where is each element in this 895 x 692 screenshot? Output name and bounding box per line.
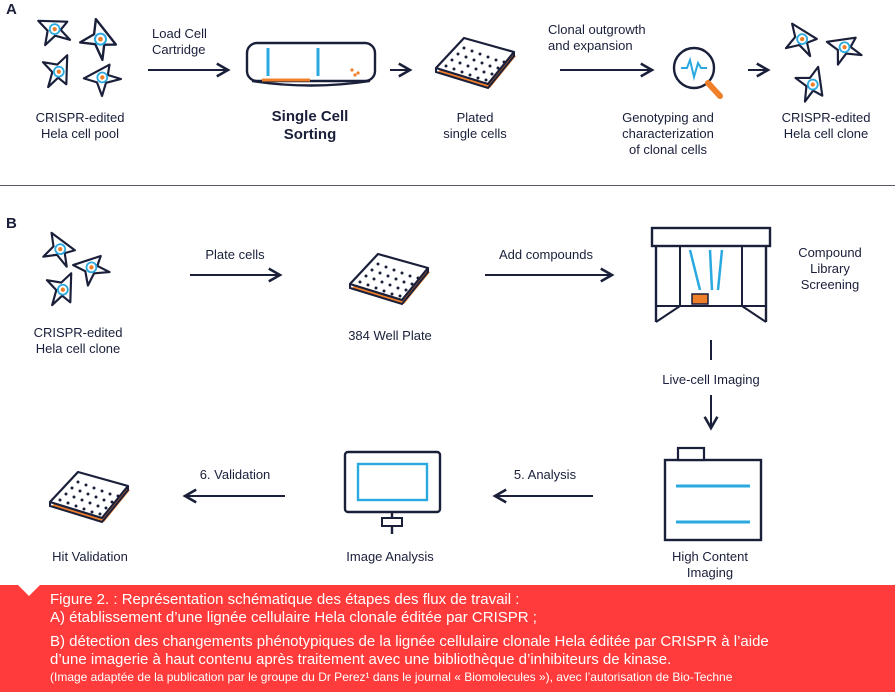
screening-robot-icon <box>650 226 772 323</box>
analysis-step-label: 5. Analysis <box>513 467 577 482</box>
monitor-icon <box>343 450 442 534</box>
figure-caption-banner <box>0 585 895 692</box>
hit-validation-label: Hit Validation <box>52 549 128 564</box>
add-compounds-label: Add compounds <box>499 247 593 262</box>
clone-cells-icon <box>784 22 866 106</box>
cell-sorter-icon <box>245 41 377 87</box>
workflow-diagram-art <box>35 10 866 542</box>
section-divider <box>0 185 895 186</box>
caption-line-3: B) détection des changements phénotypiqu… <box>50 633 769 650</box>
caption-line-4: d’une imagerie à haut contenu après trai… <box>50 651 672 668</box>
image-analysis-label: Image Analysis <box>346 549 434 564</box>
plate-cells-label: Plate cells <box>205 247 265 262</box>
plated-cells-plate-icon <box>434 36 518 90</box>
validation-step-label: 6. Validation <box>199 467 271 482</box>
caption-notch <box>18 585 40 596</box>
caption-line-2: A) établissement d’une lignée cellulaire… <box>50 609 537 626</box>
hit-validation-plate-icon <box>48 470 132 524</box>
well-plate-label: 384 Well Plate <box>348 328 432 343</box>
well-plate-384-icon <box>348 252 432 306</box>
section-b-label: B <box>6 215 17 232</box>
caption-line-5: (Image adaptée de la publication par le … <box>50 670 733 684</box>
caption-line-1: Figure 2. : Représentation schématique d… <box>50 591 520 608</box>
section-a-label: A <box>6 1 17 18</box>
magnifier-icon <box>672 46 723 99</box>
cell-pool-icon <box>35 10 125 100</box>
live-cell-imaging-label: Live-cell Imaging <box>662 372 760 387</box>
high-content-imager-icon <box>663 446 763 542</box>
clone-cells-icon-b <box>41 231 114 310</box>
